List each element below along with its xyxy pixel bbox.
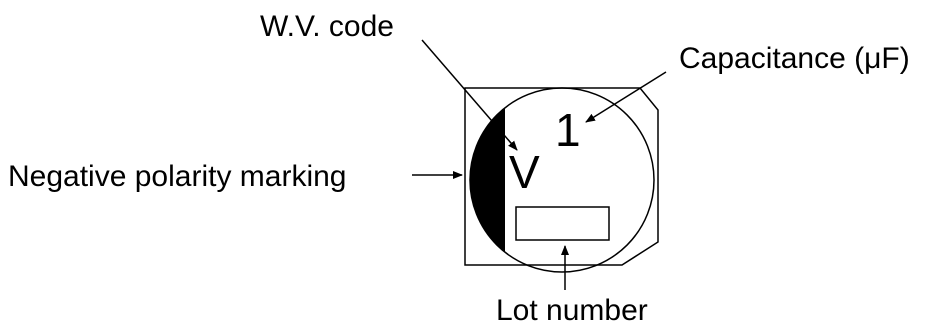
negative-polarity-label: Negative polarity marking [8,160,346,193]
lot-number-box [515,206,610,241]
voltage-code-marking: V [509,146,540,198]
wv-code-leader [421,39,518,151]
capacitance-label: Capacitance (μF) [679,42,910,75]
capacitance-leader [585,71,667,123]
capacitor-top-circle [469,87,655,273]
capacitance-value-marking: 1 [555,104,581,156]
negative-polarity-band [470,88,505,272]
wv-code-label: W.V. code [260,10,394,43]
lot-number-label: Lot number [496,294,648,327]
